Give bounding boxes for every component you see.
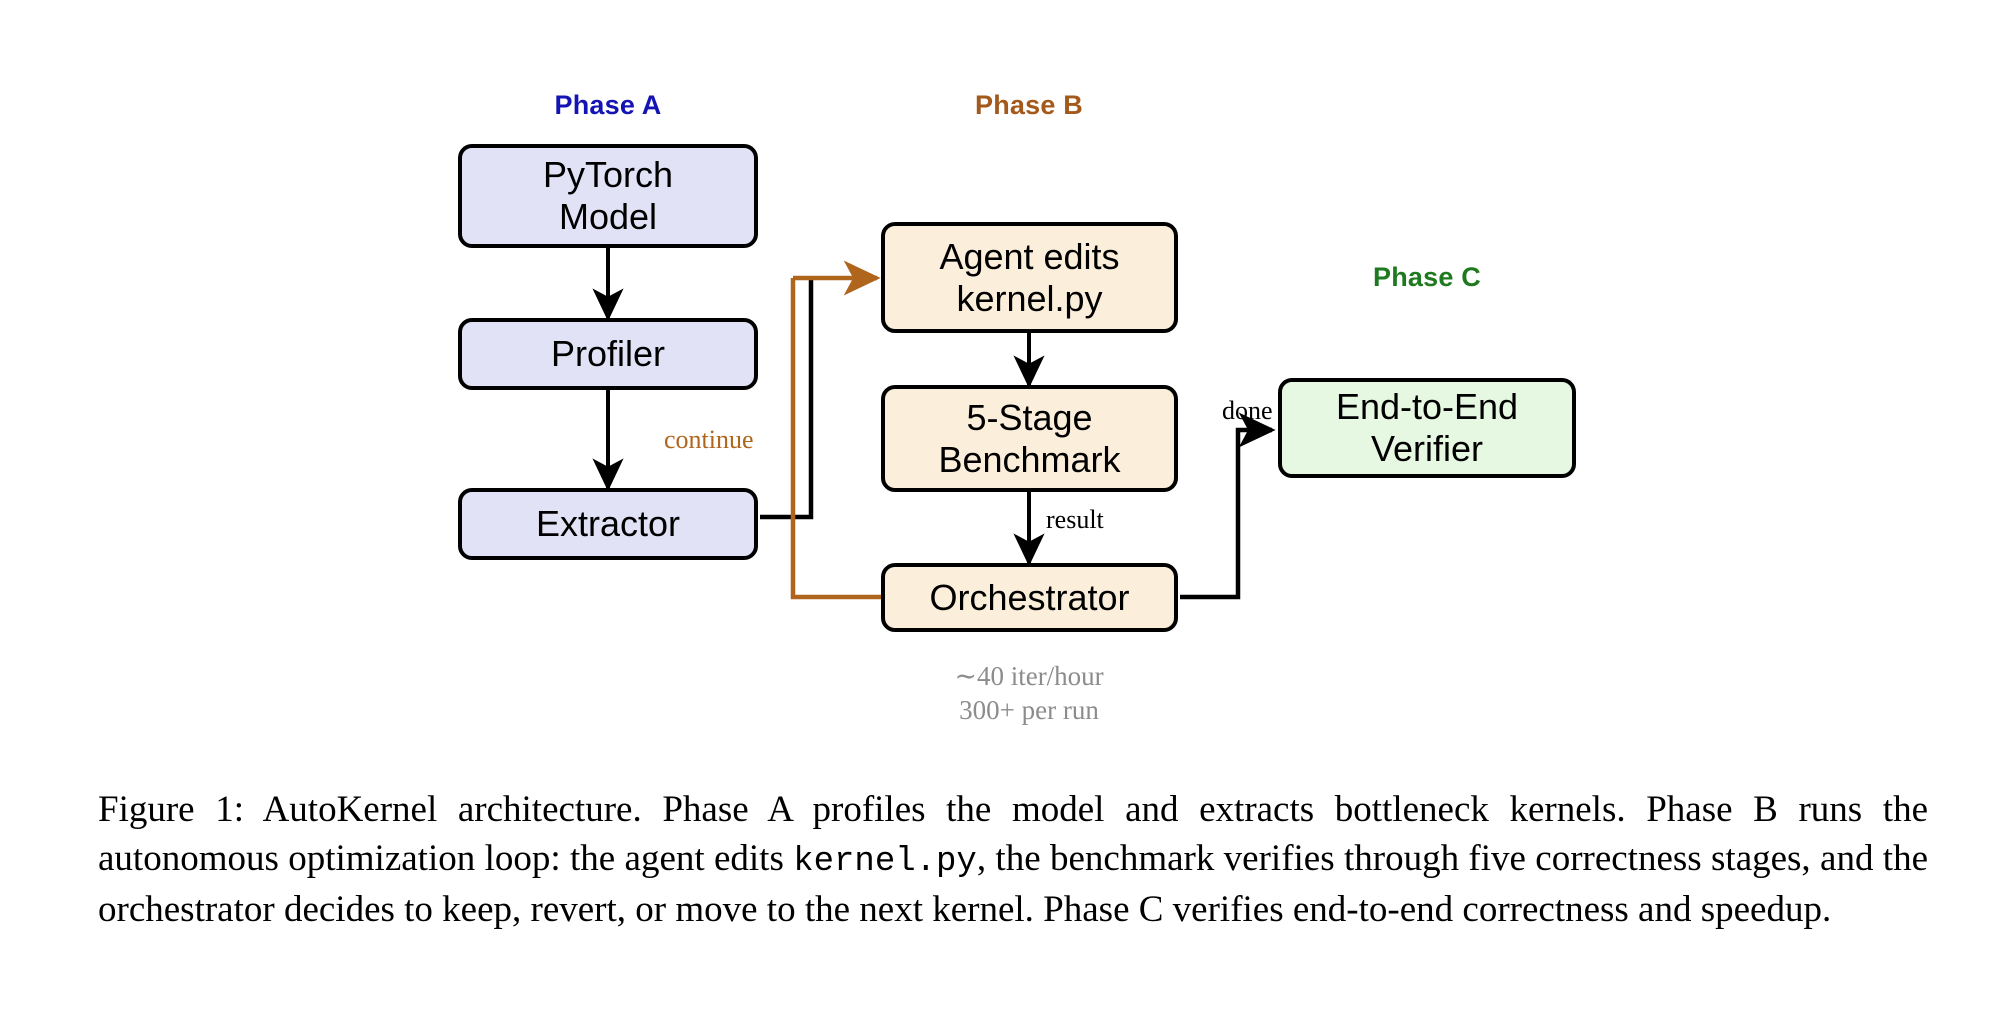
caption-part-1: AutoKernel architecture. Phase A profile… xyxy=(98,789,1928,880)
node-agent-edits-kernel[interactable]: Agent edits kernel.py xyxy=(881,222,1178,333)
node-orchestrator[interactable]: Orchestrator xyxy=(881,563,1178,632)
node-extractor[interactable]: Extractor xyxy=(458,488,758,560)
edge-extractor-to-agent xyxy=(760,278,814,520)
edge-orchestrator-to-verifier xyxy=(1180,412,1276,600)
node-end-to-end-verifier[interactable]: End-to-End Verifier xyxy=(1278,378,1576,478)
node-profiler[interactable]: Profiler xyxy=(458,318,758,390)
edge-label-continue: continue xyxy=(664,425,754,454)
architecture-diagram: Phase A Phase B Phase C PyTorch Model Pr… xyxy=(458,90,1576,725)
edge-label-done: done xyxy=(1222,396,1273,425)
node-5-stage-benchmark[interactable]: 5-Stage Benchmark xyxy=(881,385,1178,492)
node-pytorch-model[interactable]: PyTorch Model xyxy=(458,144,758,248)
caption-prefix: Figure 1: xyxy=(98,789,244,830)
figure-caption: Figure 1: AutoKernel architecture. Phase… xyxy=(98,785,1928,935)
caption-kernel-py-code: kernel.py xyxy=(793,843,977,882)
phase-label-a: Phase A xyxy=(554,90,662,120)
phase-label-c: Phase C xyxy=(1373,262,1481,292)
edge-label-result: result xyxy=(1046,505,1104,534)
edge-orchestrator-continue-loop xyxy=(790,278,881,600)
caption-part-2: , the benchmark verifies through five co… xyxy=(98,838,1928,931)
phase-label-b: Phase B xyxy=(975,90,1083,120)
throughput-note: ∼40 iter/hour 300+ per run xyxy=(954,661,1104,725)
